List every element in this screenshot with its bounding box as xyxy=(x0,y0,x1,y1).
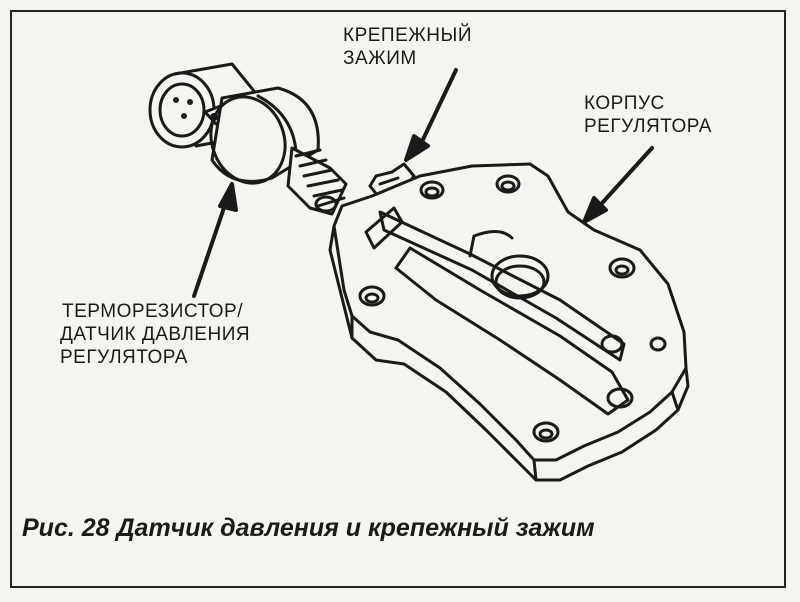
label-fastening-clip: КРЕПЕЖНЫЙ ЗАЖИМ xyxy=(343,24,472,70)
figure-caption: Рис. 28 Датчик давления и крепежный зажи… xyxy=(22,514,595,542)
label-housing-line-1: КОРПУС xyxy=(584,93,665,114)
sensor-drawing xyxy=(148,62,348,216)
label-sensor-line-3: РЕГУЛЯТОРА xyxy=(60,347,188,368)
label-thermistor-sensor: ТЕРМОРЕЗИСТОР/ ДАТЧИК ДАВЛЕНИЯ РЕГУЛЯТОР… xyxy=(60,300,250,369)
label-housing-line-2: РЕГУЛЯТОРА xyxy=(584,116,712,137)
label-sensor-line-1: ТЕРМОРЕЗИСТОР/ xyxy=(62,301,243,322)
label-sensor-line-2: ДАТЧИК ДАВЛЕНИЯ xyxy=(60,324,251,345)
label-regulator-housing: КОРПУС РЕГУЛЯТОРА xyxy=(584,92,712,138)
label-clip-line-1: КРЕПЕЖНЫЙ xyxy=(343,25,472,46)
housing-drawing xyxy=(328,162,690,482)
label-clip-line-2: ЗАЖИМ xyxy=(343,48,417,69)
pointer-arrows xyxy=(192,68,654,298)
figure-frame xyxy=(10,10,786,588)
